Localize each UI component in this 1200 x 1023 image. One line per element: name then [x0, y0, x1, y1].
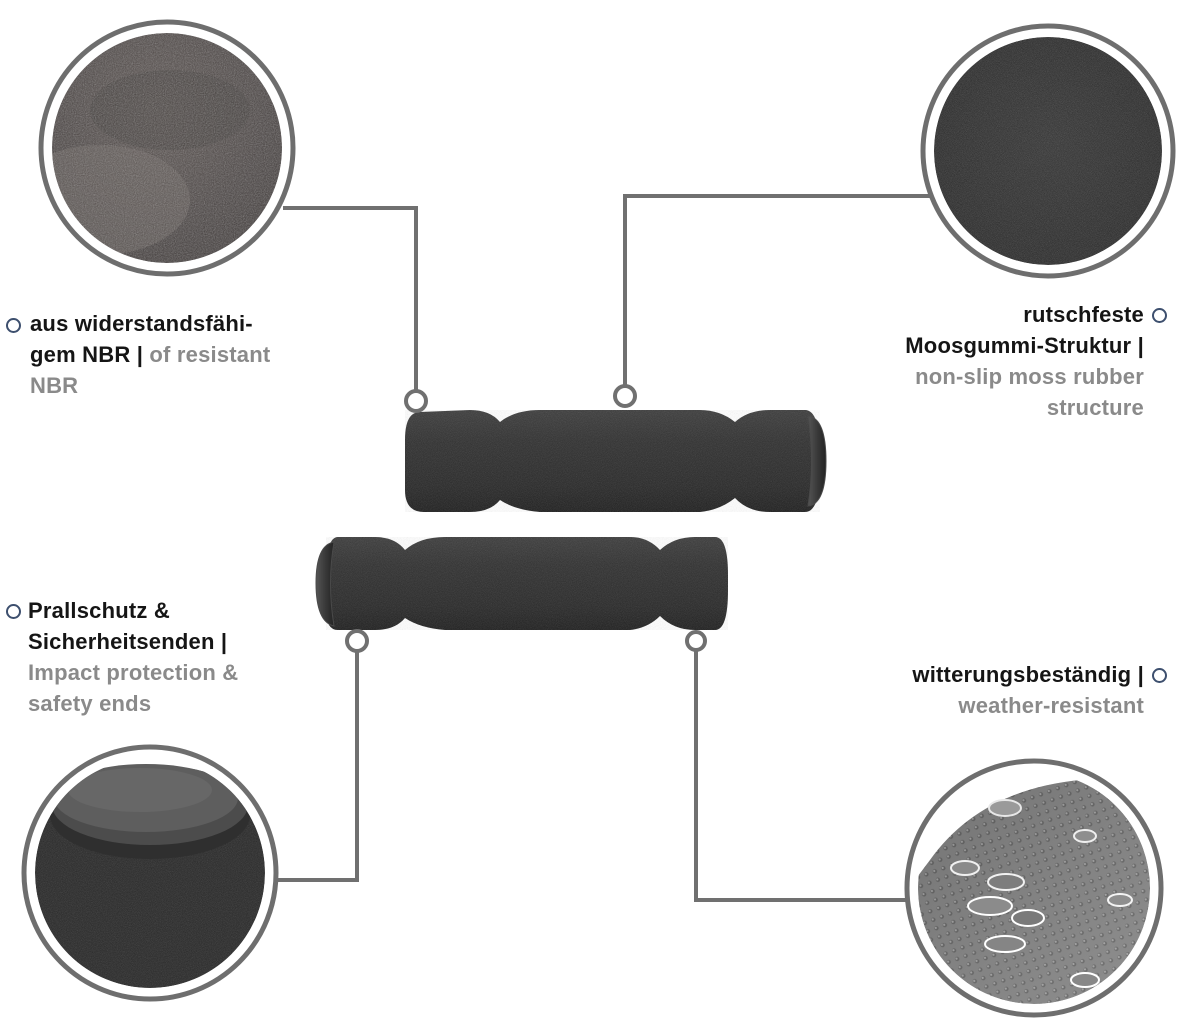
connector-top-left: [283, 206, 418, 390]
feature-en-line1: Impact protection &: [28, 660, 239, 685]
feature-de-line2: Moosgummi-Struktur: [905, 333, 1132, 358]
feature-de-line1: witterungsbeständig: [912, 662, 1132, 687]
feature-separator: |: [220, 629, 228, 654]
grip-bottom: [315, 537, 728, 630]
feature-en-line2: structure: [1046, 395, 1144, 420]
feature-en-line1: non-slip moss rubber: [915, 364, 1144, 389]
bullet-circle-icon: [1152, 668, 1167, 683]
feature-label-bottom-left: Prallschutz & Sicherheitsenden | Impact …: [28, 595, 328, 719]
feature-separator: |: [1137, 662, 1144, 687]
connector-top-right: [623, 194, 933, 385]
feature-en-line1: weather-resistant: [958, 693, 1144, 718]
detail-circle-top-right: [920, 23, 1176, 279]
connector-lines: [268, 194, 933, 902]
feature-separator: |: [136, 342, 144, 367]
detail-circle-top-left: [38, 19, 296, 277]
feature-de-line1: rutschfeste: [1023, 302, 1144, 327]
feature-en-line1: of resistant: [149, 342, 271, 367]
grip-top: [405, 410, 827, 512]
anchor-rings: [345, 384, 707, 653]
detail-circle-bottom-right: [904, 758, 1164, 1018]
anchor-ring-icon: [685, 630, 707, 652]
feature-de-line1: Prallschutz &: [28, 598, 170, 623]
water-droplets: [950, 799, 1133, 988]
anchor-ring-icon: [404, 389, 428, 413]
feature-separator: |: [1137, 333, 1144, 358]
detail-circle-bottom-left: [21, 744, 279, 1002]
feature-label-top-right: rutschfeste Moosgummi-Struktur | non-sli…: [820, 299, 1144, 423]
feature-de-line1: aus widerstandsfähi-: [30, 311, 253, 336]
grip-top-end-cap: [807, 415, 827, 507]
connector-bottom-left: [268, 652, 359, 882]
feature-en-line2: safety ends: [28, 691, 152, 716]
feature-label-top-left: aus widerstandsfähi- gem NBR | of resist…: [30, 308, 350, 401]
detail-circle-top-left-ring: [42, 23, 292, 273]
grip-bottom-end-cap: [315, 541, 335, 627]
feature-label-bottom-right: witterungsbeständig | weather-resistant: [820, 659, 1144, 721]
bullet-circle-icon: [6, 604, 21, 619]
feature-de-line2: gem NBR: [30, 342, 131, 367]
anchor-ring-icon: [613, 384, 637, 408]
feature-en-line2: NBR: [30, 373, 79, 398]
bullet-circle-icon: [1152, 308, 1167, 323]
bullet-circle-icon: [6, 318, 21, 333]
connector-bottom-right: [694, 650, 919, 902]
feature-de-line2: Sicherheitsenden: [28, 629, 215, 654]
anchor-ring-icon: [345, 629, 369, 653]
